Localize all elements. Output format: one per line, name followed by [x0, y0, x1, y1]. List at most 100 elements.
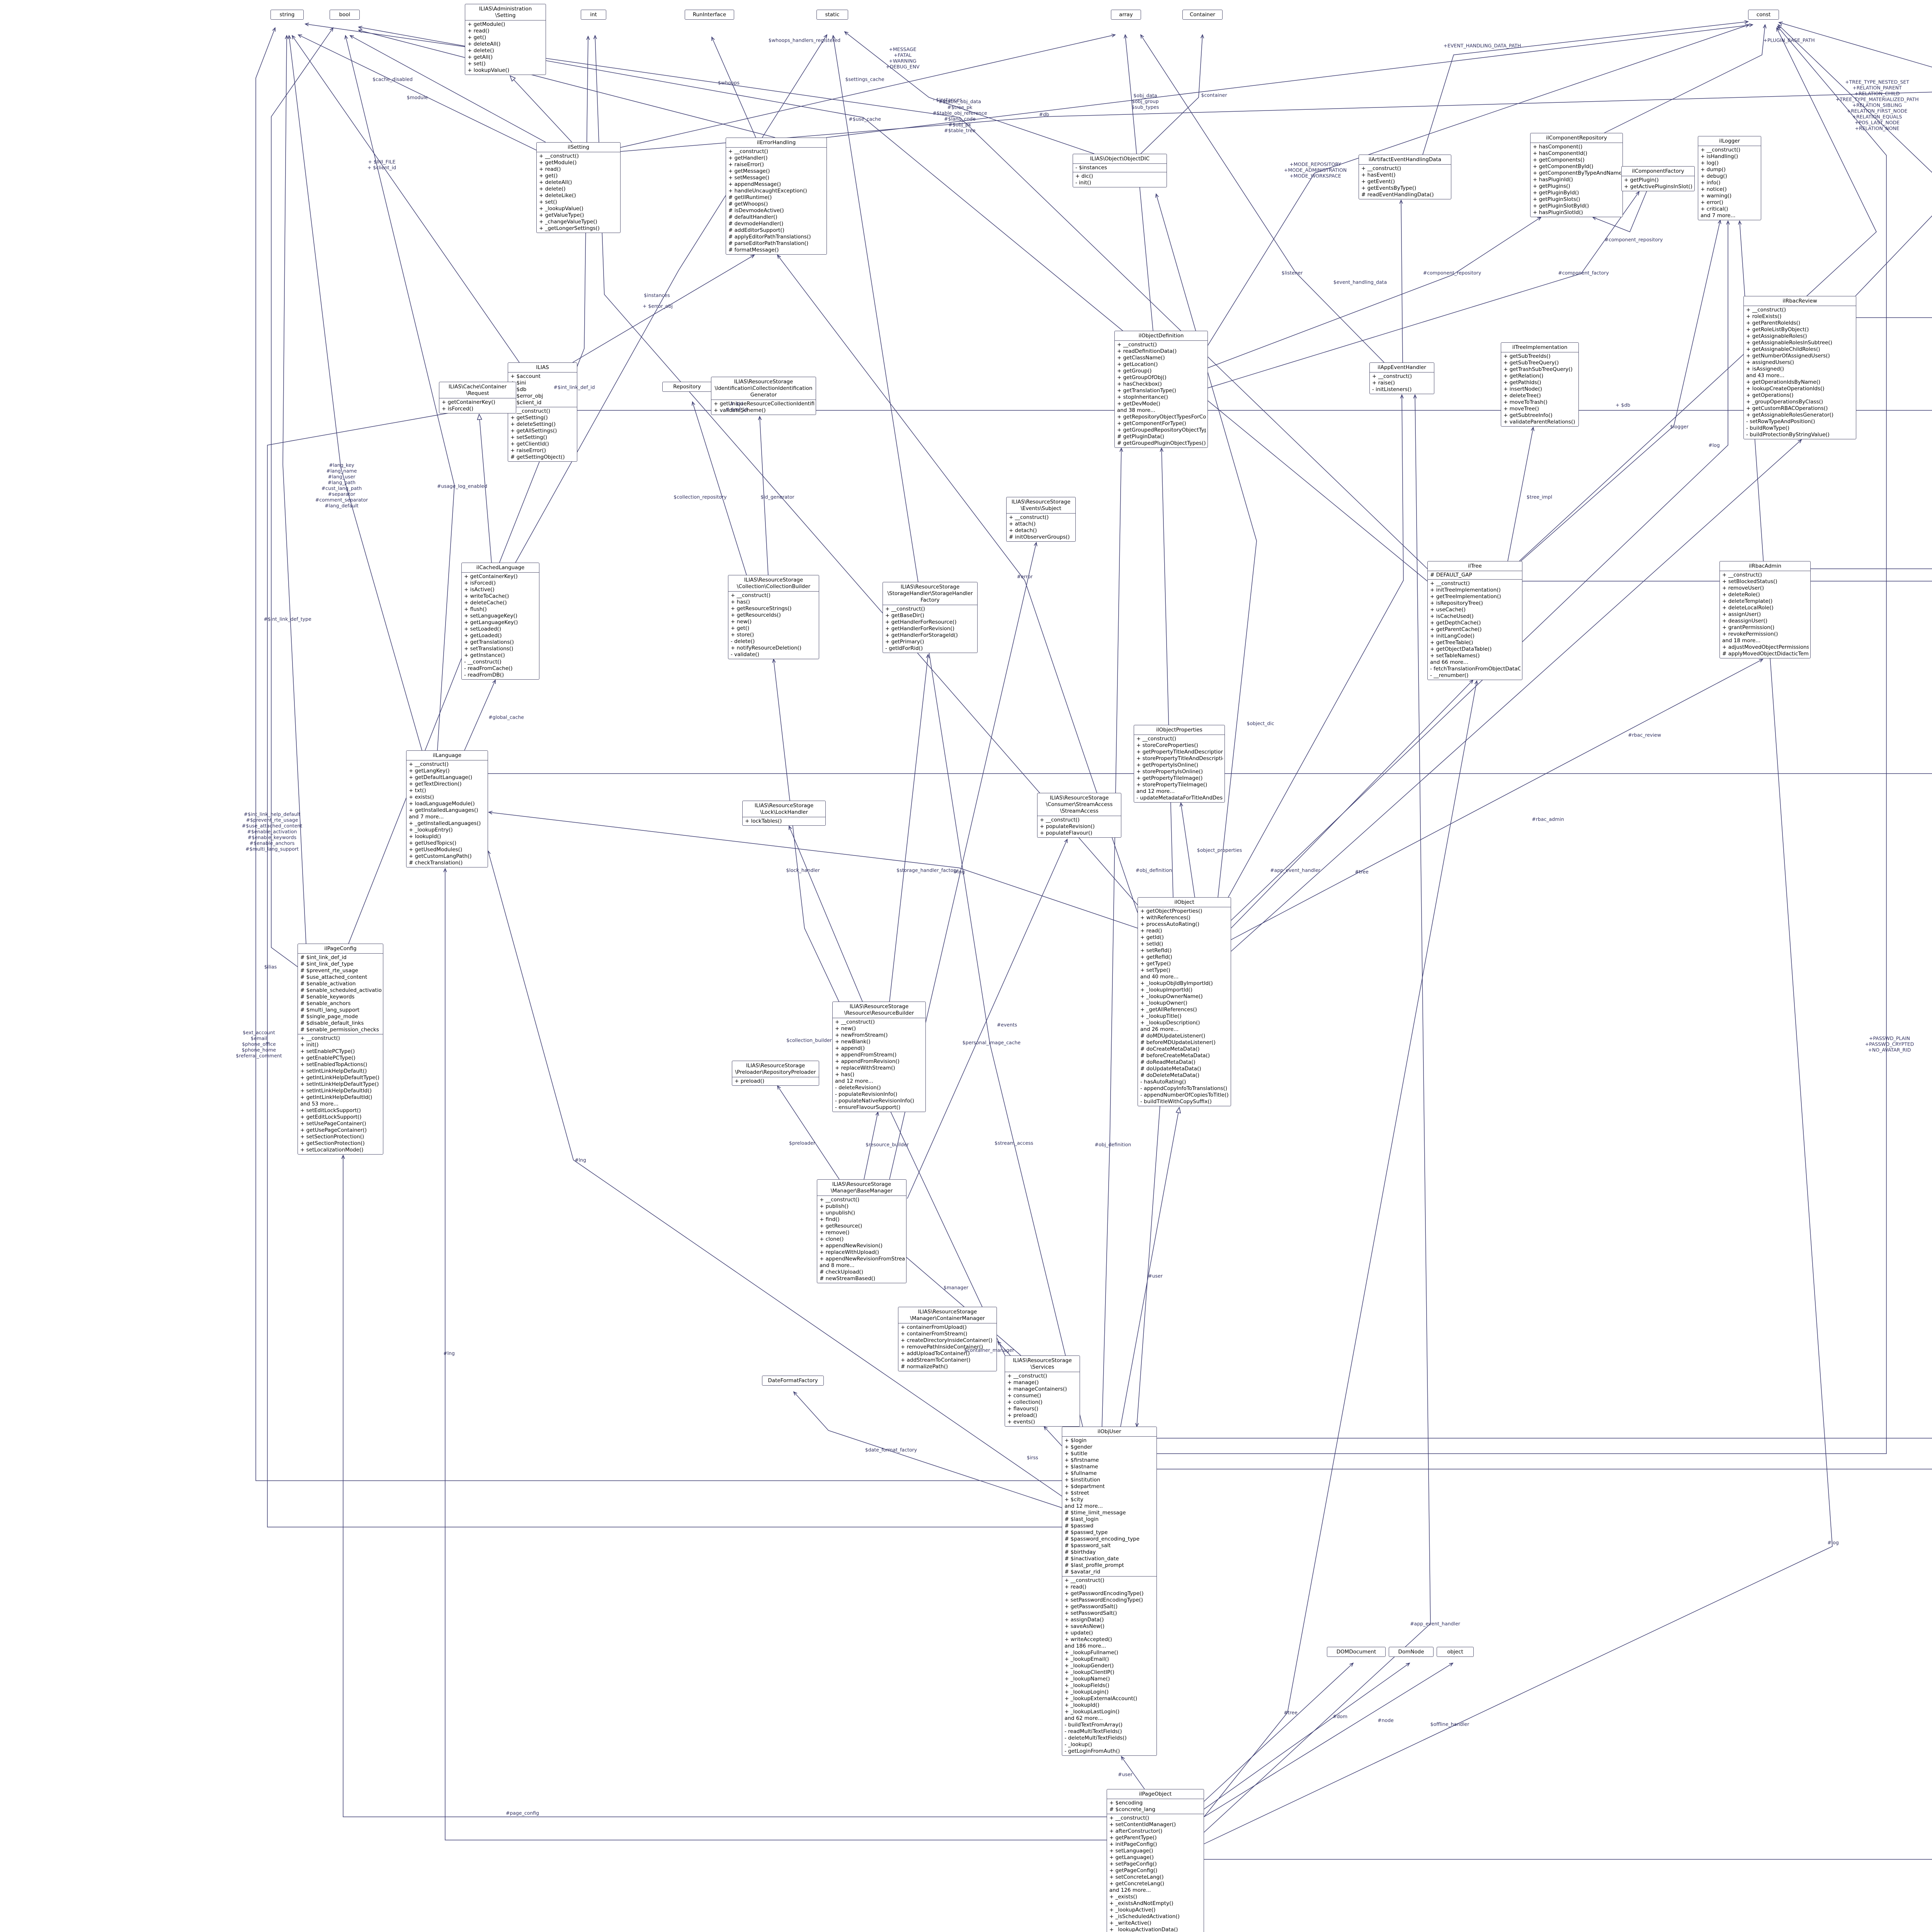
class-node-object[interactable]: object: [1437, 1647, 1474, 1657]
class-node-const[interactable]: const: [1748, 10, 1779, 20]
class-node-iltree[interactable]: ilTree# DEFAULT_GAP+ __construct()+ init…: [1427, 561, 1522, 680]
class-node-repositorypreloader[interactable]: ILIAS\ResourceStorage \Preloader\Reposit…: [732, 1061, 819, 1086]
member: + __construct(): [885, 606, 925, 612]
class-node-basemanager[interactable]: ILIAS\ResourceStorage \Manager\BaseManag…: [817, 1179, 906, 1283]
member: + new(): [835, 1026, 856, 1032]
member: + _lookupExternalAccount(): [1065, 1696, 1138, 1702]
member: + setLoaded(): [464, 626, 502, 632]
member: + collection(): [1007, 1399, 1043, 1405]
class-node-bool[interactable]: bool: [330, 10, 360, 20]
class-node-collectionbuilder[interactable]: ILIAS\ResourceStorage \Collection\Collec…: [728, 575, 819, 659]
class-node-adminsetting[interactable]: ILIAS\Administration \Setting+ getModule…: [465, 4, 546, 75]
class-node-ilpageconfig[interactable]: ilPageConfig# $int_link_def_id# $int_lin…: [298, 944, 383, 1155]
class-node-ilerrorhandling[interactable]: ilErrorHandling+ __construct()+ getHandl…: [726, 138, 827, 255]
class-node-ilobject[interactable]: ilObject+ getObjectProperties()+ withRef…: [1138, 897, 1231, 1106]
member: + $institution: [1065, 1477, 1100, 1483]
member: + deleteRole(): [1722, 592, 1760, 598]
class-node-objectdic[interactable]: ILIAS\Object\ObjectDIC- $instances+ dic(…: [1073, 154, 1167, 187]
association-edge: [344, 35, 455, 751]
class-node-ilcachedlanguage[interactable]: ilCachedLanguage+ getContainerKey()+ isF…: [461, 563, 539, 680]
class-node-illanguage[interactable]: ilLanguage+ __construct()+ getLangKey()+…: [406, 750, 488, 867]
member: + setMessage(): [728, 175, 769, 181]
member: + deleteLike(): [539, 192, 576, 199]
member: + getSectionProtection(): [300, 1140, 365, 1146]
edge-label: #$use_cache: [849, 116, 881, 122]
member: + $gender: [1065, 1444, 1093, 1450]
edge-label: $logger: [1670, 423, 1689, 430]
association-edge: [1157, 26, 1887, 1454]
class-node-domdocument[interactable]: DOMDocument: [1327, 1647, 1386, 1657]
class-node-cacherequest[interactable]: ILIAS\Cache\Container \Request+ getConta…: [439, 382, 516, 413]
edge-label: # $id # $ref_id: [725, 401, 748, 412]
class-node-services[interactable]: ILIAS\ResourceStorage \Services+ __const…: [1005, 1355, 1080, 1427]
methods-section: + __construct()+ publish()+ unpublish()+…: [817, 1196, 906, 1283]
class-node-collectionidgen[interactable]: ILIAS\ResourceStorage \Identification\Co…: [711, 377, 816, 415]
class-node-ilobjectdefinition[interactable]: ilObjectDefinition+ __construct()+ readD…: [1114, 331, 1208, 448]
member: + manageContainers(): [1007, 1386, 1067, 1392]
class-node-streamaccess[interactable]: ILIAS\ResourceStorage \Consumer\StreamAc…: [1037, 793, 1121, 838]
member: + detach(): [1009, 527, 1037, 534]
member: # doUpdateMetaData(): [1140, 1066, 1201, 1072]
class-node-int[interactable]: int: [581, 10, 606, 20]
member: + lookupCreateOperationIds(): [1746, 386, 1825, 392]
association-edge: [1778, 21, 1932, 68]
edge-label: #dom: [1332, 1713, 1348, 1719]
edge-label: $whoops: [718, 80, 740, 86]
class-name: ilPageConfig: [324, 946, 357, 952]
class-node-ileventdata[interactable]: ilArtifactEventHandlingData+ __construct…: [1359, 155, 1451, 199]
class-node-ilrbacadmin[interactable]: ilRbacAdmin+ __construct()+ setBlockedSt…: [1719, 561, 1811, 658]
member: + setSetting(): [510, 434, 548, 440]
methods-section: + __construct()+ roleExists()+ getParent…: [1744, 306, 1856, 439]
class-node-ilpageobject[interactable]: ilPageObject+ $encoding# $concrete_lang+…: [1107, 1789, 1204, 1932]
member: + _getLongerSettings(): [539, 225, 600, 231]
association-edge: [298, 34, 539, 152]
class-node-ilias[interactable]: ILIAS+ $account+ $ini+ $db+ $error_obj+ …: [508, 362, 577, 462]
association-edge: [1208, 191, 1640, 388]
edge-label: #component_repository: [1604, 236, 1663, 243]
class-node-iltreeimplementation[interactable]: ilTreeImplementation+ getSubTreeIds()+ g…: [1501, 342, 1579, 427]
member: + getPathIds(): [1503, 379, 1541, 386]
class-node-ilcomponentfactory[interactable]: ilComponentFactory+ getPlugin()+ getActi…: [1621, 166, 1695, 191]
class-node-ilappeventhandler[interactable]: ilAppEventHandler+ __construct()+ raise(…: [1369, 362, 1434, 394]
class-node-lockhandler[interactable]: ILIAS\ResourceStorage \Lock\LockHandler+…: [742, 801, 826, 826]
member: + getTranslationType(): [1117, 388, 1176, 394]
member: + __construct(): [1701, 147, 1741, 153]
edge-label: #lng: [953, 869, 965, 875]
class-node-ilobjectproperties[interactable]: ilObjectProperties+ __construct()+ store…: [1134, 725, 1225, 803]
member: + moveToTrash(): [1503, 399, 1548, 405]
member: + getGroup(): [1117, 368, 1152, 374]
class-node-domnode[interactable]: DomNode: [1389, 1647, 1434, 1657]
class-node-ilrbacreview[interactable]: ilRbacReview+ __construct()+ roleExists(…: [1743, 296, 1856, 439]
member: + hasComponentId(): [1533, 150, 1587, 156]
edge-label: + $error_obj: [643, 303, 673, 309]
class-node-container[interactable]: Container: [1182, 10, 1223, 20]
member: # $single_page_mode: [300, 1014, 358, 1020]
class-node-runinterface[interactable]: RunInterface: [685, 10, 734, 20]
class-node-containermanager[interactable]: ILIAS\ResourceStorage \Manager\Container…: [898, 1307, 997, 1371]
member: + getMessage(): [728, 168, 770, 174]
class-node-eventssubject[interactable]: ILIAS\ResourceStorage \Events\Subject+ _…: [1006, 497, 1076, 542]
class-node-dateformatfactory[interactable]: DateFormatFactory: [762, 1376, 824, 1386]
class-node-resourcebuilder[interactable]: ILIAS\ResourceStorage \Resource\Resource…: [832, 1002, 926, 1112]
member: + readDefinitionData(): [1117, 348, 1177, 354]
class-name: Container: [1190, 12, 1215, 18]
class-node-repository[interactable]: Repository: [662, 382, 712, 392]
member: + setUsePageContainer(): [300, 1121, 366, 1127]
class-node-storagehandlerfactory[interactable]: ILIAS\ResourceStorage \StorageHandler\St…: [883, 582, 978, 653]
class-node-static[interactable]: static: [816, 10, 848, 20]
association-edge: [1520, 219, 1721, 561]
member: + getModule(): [468, 21, 505, 27]
member: + getOperations(): [1746, 392, 1794, 398]
member: - fetchTranslationFromObjectDataCache(): [1430, 666, 1520, 672]
member: + remove(): [820, 1230, 850, 1236]
edge-label: $event_handling_data: [1333, 279, 1387, 285]
class-node-ilcomponentrepository[interactable]: ilComponentRepository+ hasComponent()+ h…: [1530, 133, 1623, 217]
class-node-array[interactable]: array: [1111, 10, 1141, 20]
class-node-illogger[interactable]: ilLogger+ __construct()+ isHandling()+ l…: [1698, 136, 1761, 220]
member: + __construct(): [1109, 1815, 1150, 1821]
class-node-ilobjuser[interactable]: ilObjUser+ $login+ $gender+ $utitle+ $fi…: [1062, 1427, 1157, 1756]
member: + dump(): [1701, 167, 1726, 173]
member: + get(): [468, 34, 486, 41]
class-node-ilsetting[interactable]: ilSetting+ __construct()+ getModule()+ r…: [536, 142, 621, 233]
class-node-string[interactable]: string: [270, 10, 304, 20]
